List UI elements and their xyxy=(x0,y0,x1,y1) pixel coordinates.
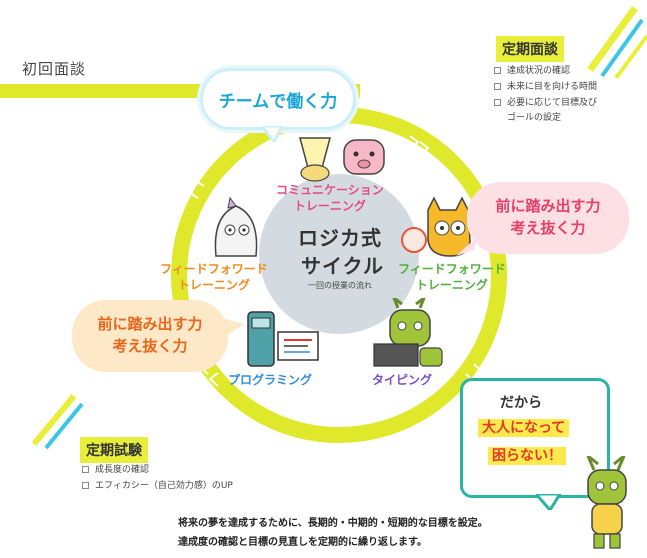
adult-message-line2-wrap: 大人になって xyxy=(478,417,570,437)
initial-interview-title: 初回面談 xyxy=(22,60,87,78)
forward-thinking-bubble-left: 前に踏み出す力 考え抜く力 xyxy=(72,300,228,372)
forward-left-bubble-tail xyxy=(222,318,244,336)
module-label-line2: トレーニング xyxy=(293,198,366,213)
hub-title-line1: ロジカ式 xyxy=(298,226,382,250)
checkbox-icon xyxy=(494,82,501,90)
footer-line2: 達成度の確認と目標の見直しを定期的に繰り返します。 xyxy=(178,537,427,548)
forward-right-bubble-tail xyxy=(456,236,478,256)
bubble-line1: 前に踏み出す力 xyxy=(97,315,203,334)
checkbox-icon xyxy=(82,481,89,489)
list-item: 成長度の確認 xyxy=(82,463,302,479)
list-item: エフィカシー（自己効力感）のUP xyxy=(82,479,302,495)
footer-line1: 将来の夢を達成するために、長期的・中期的・短期的な目標を設定。 xyxy=(178,518,488,529)
mascot-deer-illustration xyxy=(586,456,627,549)
character-pig-illustration xyxy=(299,137,385,182)
bubble-line2: 考え抜く力 xyxy=(510,219,586,237)
module-label-line2: トレーニング xyxy=(415,277,488,292)
character-deer-typing-illustration xyxy=(373,298,443,367)
list-item-text: ゴールの設定 xyxy=(507,113,562,124)
character-ghost-illustration xyxy=(214,196,258,257)
robot-computer-illustration xyxy=(247,311,319,367)
list-item-text: エフィカシー（自己効力感）のUP xyxy=(95,480,233,491)
stripes-top-right xyxy=(587,5,647,80)
periodic-interview-title: 定期面談 xyxy=(496,36,564,62)
list-item: 必要に応じて目標及び xyxy=(494,96,634,112)
list-item-text: 成長度の確認 xyxy=(95,465,150,475)
bubble-line1: 前に踏み出す力 xyxy=(495,197,601,216)
hub-subtitle: 一回の授業の流れ xyxy=(308,281,372,290)
list-item: 達成状況の確認 xyxy=(494,64,634,80)
checkbox-icon xyxy=(494,67,501,74)
teamwork-bubble-tail xyxy=(262,126,284,142)
adult-message-line1: だから xyxy=(500,395,542,411)
module-typing: タイピング xyxy=(372,373,433,387)
adult-message-line3-wrap: 困らない！ xyxy=(488,445,566,465)
teamwork-bubble-text: チームで働く力 xyxy=(218,91,338,112)
checkbox-icon xyxy=(82,466,89,473)
periodic-interview-list: 達成状況の確認 未来に目を向ける時間 必要に応じて目標及び ゴールの設定 xyxy=(494,64,634,127)
list-item-text: 達成状況の確認 xyxy=(507,66,571,76)
list-item: 未来に目を向ける時間 xyxy=(494,80,634,96)
periodic-exam-title: 定期試験 xyxy=(80,437,148,463)
character-cat-illustration xyxy=(401,196,471,257)
adult-bubble-tail xyxy=(536,494,562,510)
stripes-bottom-left xyxy=(31,394,84,450)
list-item-text: 未来に目を向ける時間 xyxy=(507,81,598,92)
module-programming: プログラミング xyxy=(228,373,313,387)
bubble-line2: 考え抜く力 xyxy=(112,337,188,355)
teamwork-bubble: チームで働く力 xyxy=(200,68,356,130)
hub-title-line2: サイクル xyxy=(301,254,384,278)
module-label-line1: フィードフォワード xyxy=(398,262,506,276)
module-label-line1: フィードフォワード xyxy=(160,262,268,276)
module-label-line2: トレーニング xyxy=(177,277,250,292)
adult-message-bubble xyxy=(460,378,610,498)
module-feedforward-training-right: フィードフォワード トレーニング xyxy=(398,262,506,293)
cycle-hub xyxy=(259,174,419,334)
periodic-exam-list: 成長度の確認 エフィカシー（自己効力感）のUP xyxy=(82,463,302,495)
list-item: ゴールの設定 xyxy=(494,111,634,127)
adult-message-line2: 大人になって xyxy=(478,419,570,437)
adult-message-line3: 困らない！ xyxy=(488,447,566,465)
module-label-line1: コミュニケーション xyxy=(276,183,384,197)
module-feedforward-training-left: フィードフォワード トレーニング xyxy=(160,262,268,293)
checkbox-icon xyxy=(494,98,501,106)
list-item-text: 必要に応じて目標及び xyxy=(507,97,598,108)
module-communication-training: コミュニケーション トレーニング xyxy=(276,183,384,214)
forward-thinking-bubble-right: 前に踏み出す力 考え抜く力 xyxy=(467,182,629,254)
